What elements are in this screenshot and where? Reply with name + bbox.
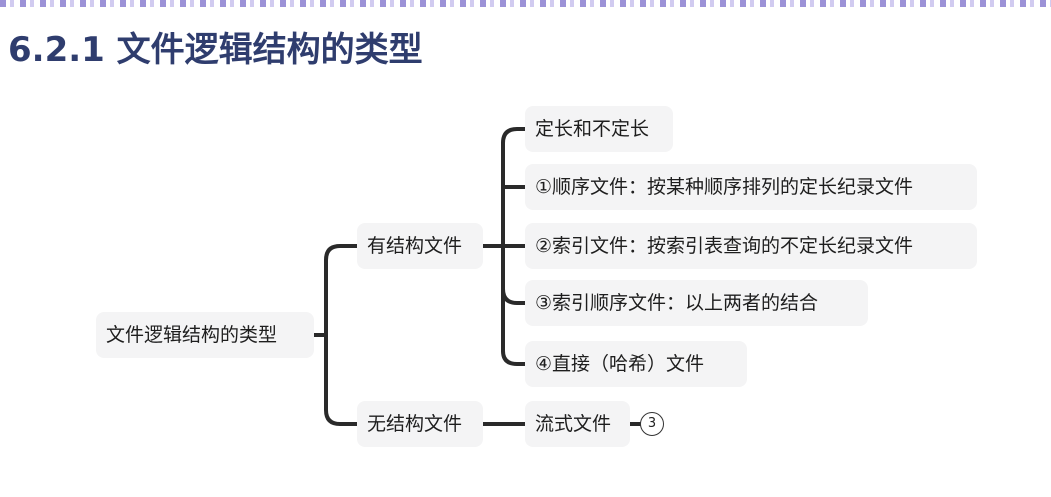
connector-to-direct [501, 349, 527, 366]
leaf-node-label: ①顺序文件：按某种顺序排列的定长纪录文件 [535, 176, 914, 198]
root-node-label: 文件逻辑结构的类型 [106, 324, 278, 346]
branch-node-label: 有结构文件 [367, 235, 463, 257]
branch-node-unstructured[interactable]: 无结构文件 [357, 401, 483, 447]
leaf-node-indexed-sequential-file[interactable]: ③索引顺序文件：以上两者的结合 [525, 280, 868, 326]
connector-to-indexed-sequential [501, 287, 527, 305]
root-node[interactable]: 文件逻辑结构的类型 [96, 312, 314, 358]
leaf-node-label: 流式文件 [535, 413, 612, 435]
branch-node-structured[interactable]: 有结构文件 [357, 223, 483, 269]
branch-node-label: 无结构文件 [367, 413, 463, 435]
leaf-node-label: ③索引顺序文件：以上两者的结合 [535, 292, 819, 314]
connector-root-to-structured [324, 244, 359, 337]
leaf-node-stream-file[interactable]: 流式文件 [525, 401, 630, 447]
page-title: 6.2.1 文件逻辑结构的类型 [8, 30, 423, 70]
leaf-node-sequential-file[interactable]: ①顺序文件：按某种顺序排列的定长纪录文件 [525, 164, 977, 210]
top-decorative-stripe [0, 0, 1051, 7]
leaf-node-label: ②索引文件：按索引表查询的不定长纪录文件 [535, 235, 914, 257]
collapsed-count-badge[interactable]: 3 [640, 412, 664, 436]
connector-root-to-unstructured [324, 333, 359, 426]
leaf-node-fixed-variable[interactable]: 定长和不定长 [525, 106, 673, 152]
connector-to-fixed-variable [501, 127, 527, 145]
leaf-node-direct-hash-file[interactable]: ④直接（哈希）文件 [525, 341, 747, 387]
leaf-node-label: ④直接（哈希）文件 [535, 353, 705, 375]
leaf-node-indexed-file[interactable]: ②索引文件：按索引表查询的不定长纪录文件 [525, 223, 977, 269]
leaf-node-label: 定长和不定长 [535, 118, 650, 140]
